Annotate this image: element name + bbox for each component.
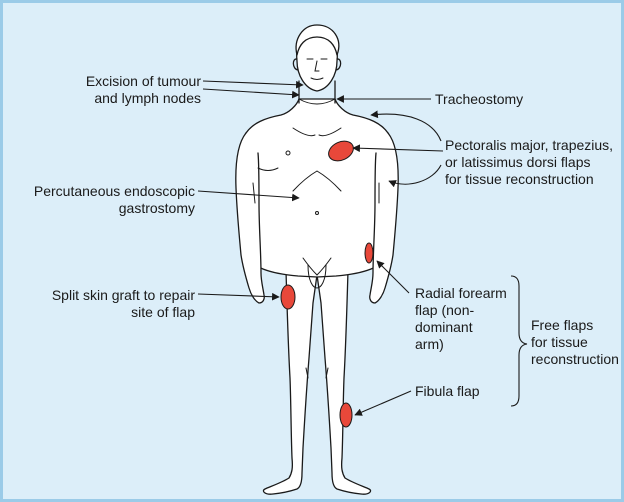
radial-forearm-flap-site — [365, 243, 373, 263]
pectoralis-label: Pectoralis major, trapezius, or latissim… — [445, 137, 621, 188]
fibula-flap-site — [340, 403, 352, 427]
skin-graft-label: Split skin graft to repair site of flap — [23, 287, 195, 321]
skin-graft-arrow — [198, 294, 279, 297]
excision-arrow-upper — [203, 81, 303, 85]
excision-label: Excision of tumour and lymph nodes — [63, 73, 201, 107]
tracheostomy-label: Tracheostomy — [435, 91, 575, 108]
fibula-arrow — [355, 391, 411, 415]
excision-arrow-lower — [203, 89, 299, 95]
fibula-label: Fibula flap — [415, 383, 525, 400]
free-flaps-label: Free flaps for tissue reconstruction — [531, 317, 621, 368]
radial-forearm-label: Radial forearm flap (non- dominant arm) — [415, 285, 525, 353]
skin-graft-site — [281, 285, 295, 309]
human-outline — [236, 25, 398, 494]
peg-label: Percutaneous endoscopic gastrostomy — [23, 183, 195, 217]
